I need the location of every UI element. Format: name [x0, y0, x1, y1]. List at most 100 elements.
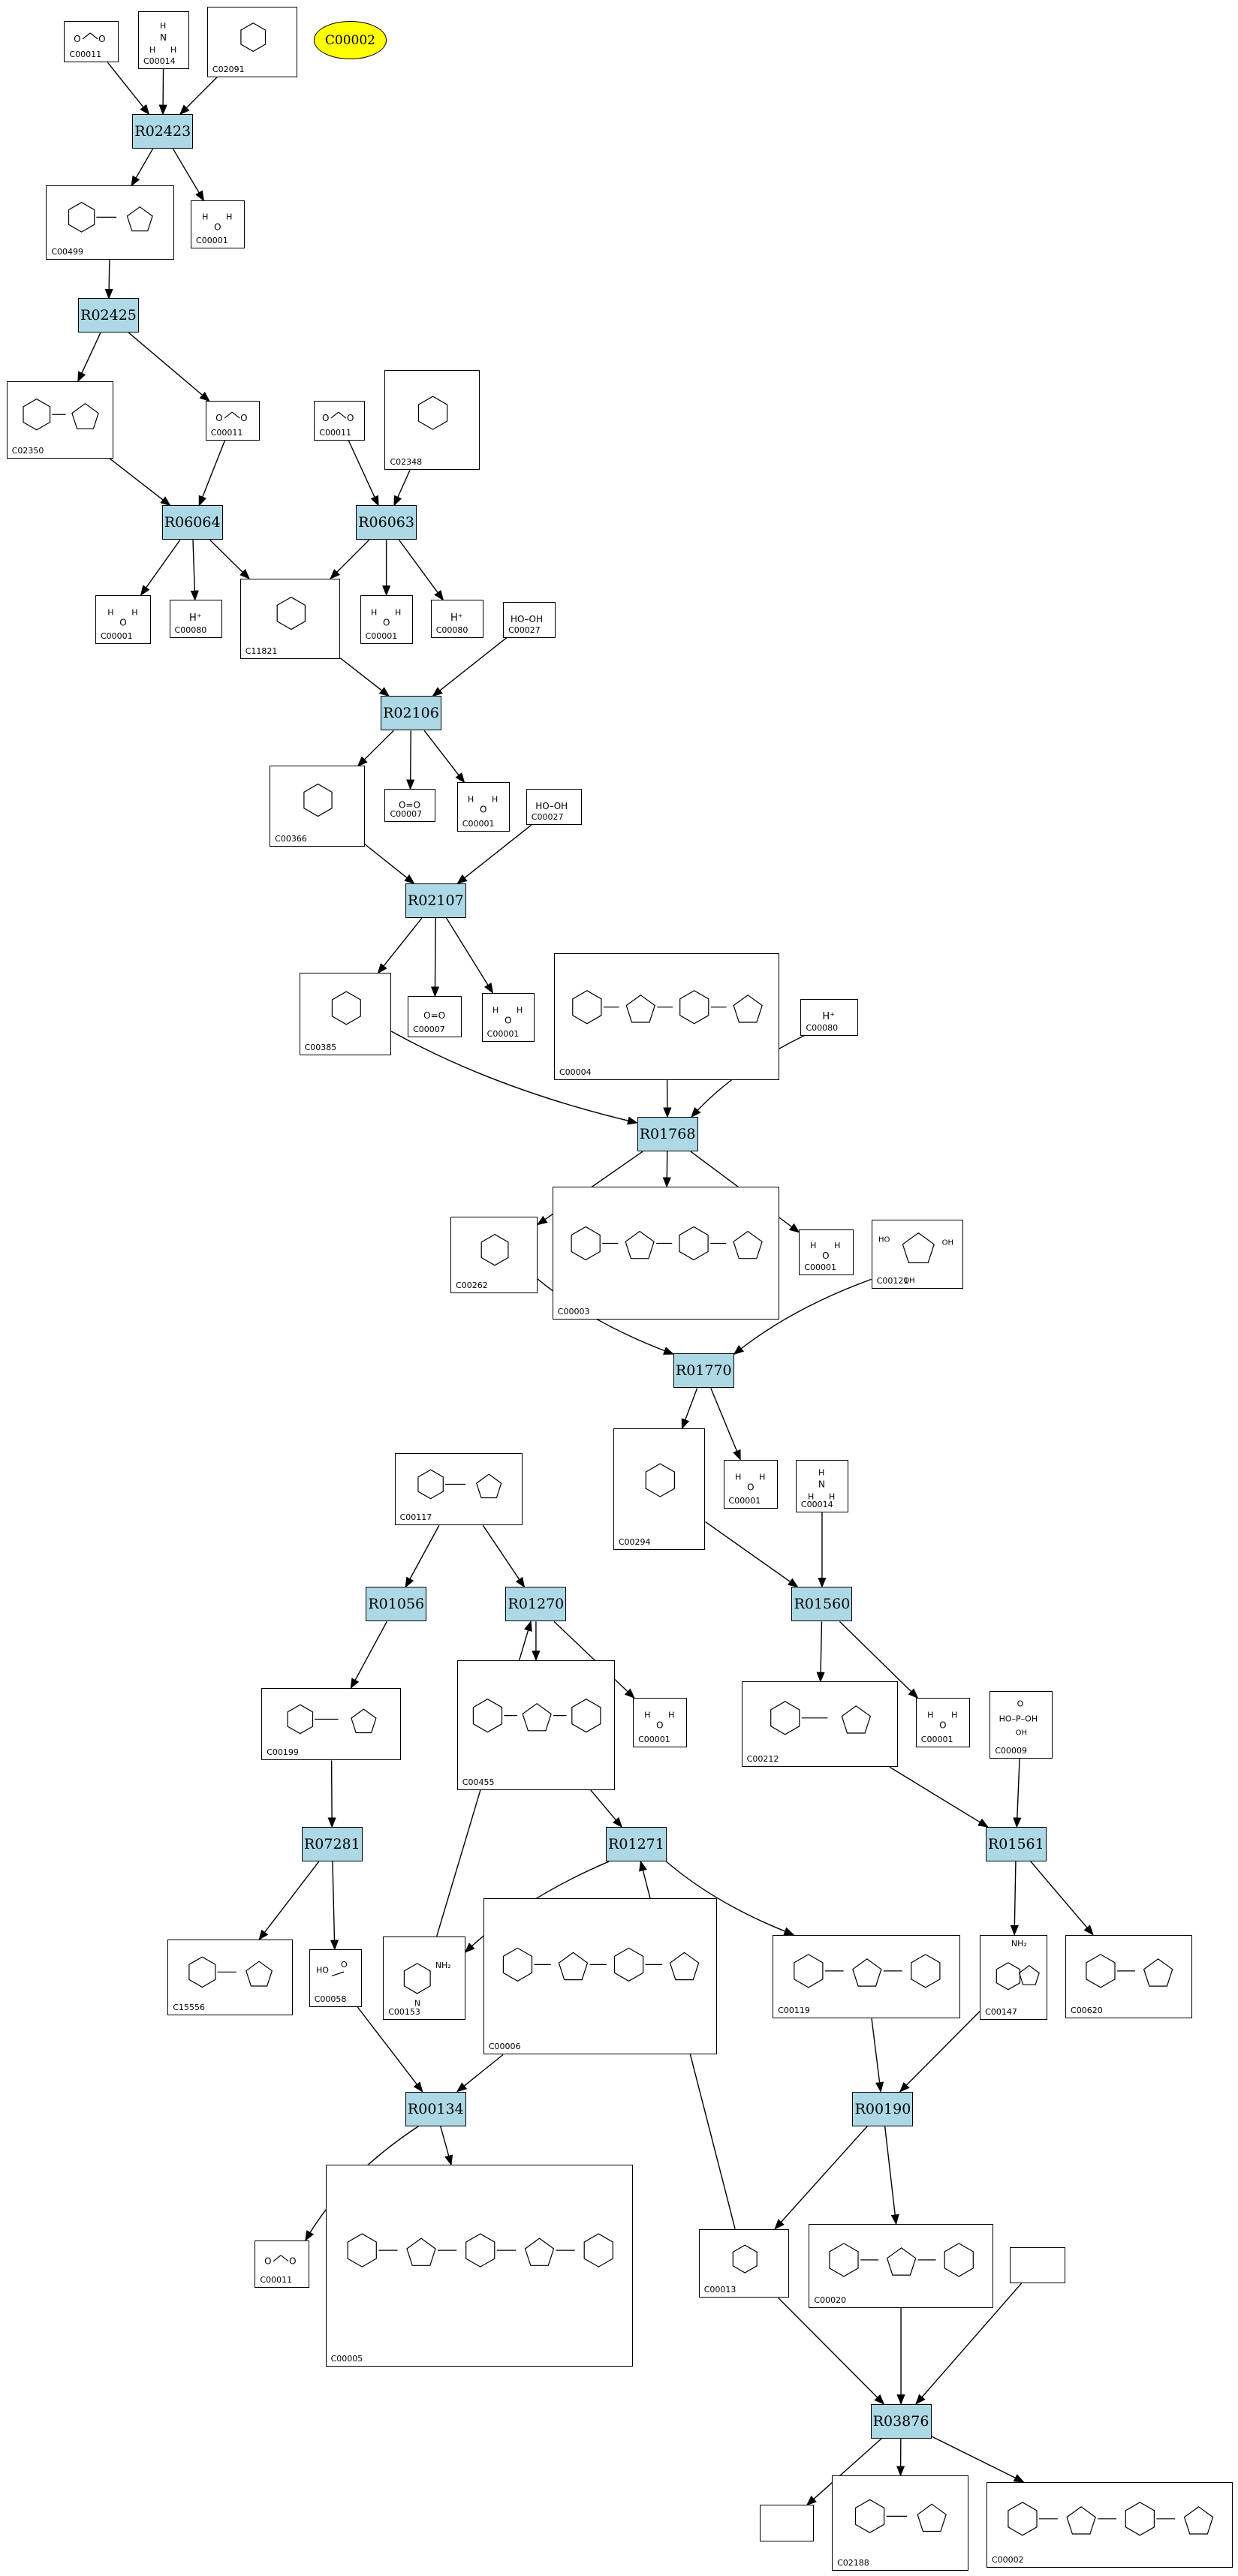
structure-drawing — [23, 398, 99, 431]
compound-node[interactable]: C02188 — [832, 2475, 968, 2571]
structure-drawing — [770, 1701, 871, 1735]
compound-node[interactable]: H⁺C00080 — [169, 600, 222, 638]
reaction-node[interactable]: R00134 — [405, 2091, 466, 2126]
reaction-node[interactable]: R01560 — [791, 1587, 853, 1622]
svg-text:O=O: O=O — [399, 800, 420, 811]
compound-node[interactable]: C00002 — [986, 2481, 1233, 2568]
svg-text:H: H — [808, 1491, 814, 1501]
structure-drawing: HO–OH — [535, 801, 568, 811]
reaction-node[interactable]: R01768 — [637, 1117, 698, 1152]
compound-id: C00011 — [69, 50, 102, 60]
compound-node[interactable]: H⁺C00080 — [800, 999, 859, 1036]
reaction-node[interactable]: R02423 — [132, 114, 194, 149]
svg-text:H⁺: H⁺ — [823, 1012, 836, 1023]
compound-node[interactable]: C00499 — [46, 185, 175, 260]
structure-drawing — [645, 1463, 675, 1497]
compound-node[interactable]: C15556 — [167, 1940, 293, 2015]
compound-node[interactable]: C00117 — [394, 1452, 523, 1526]
compound-id: C00007 — [390, 808, 423, 819]
reaction-node[interactable]: R02425 — [78, 298, 140, 333]
compound-node[interactable]: C00262 — [450, 1216, 538, 1294]
structure-drawing: HOH — [810, 1241, 840, 1261]
svg-text:O: O — [119, 617, 126, 627]
reaction-node[interactable]: R01561 — [985, 1827, 1047, 1862]
compound-node[interactable]: C02348 — [384, 369, 480, 471]
compound-node[interactable]: C00004 — [553, 953, 779, 1080]
reaction-edge — [357, 2006, 423, 2093]
reaction-node[interactable]: R02106 — [380, 696, 441, 731]
empty-compound-node[interactable] — [759, 2505, 814, 2541]
compound-node[interactable]: C11821 — [239, 578, 341, 660]
reaction-node[interactable]: R01056 — [366, 1587, 427, 1622]
reaction-node[interactable]: R07281 — [301, 1827, 363, 1862]
reaction-edge — [456, 2054, 504, 2093]
reaction-node[interactable]: R06064 — [161, 505, 223, 540]
reaction-edge — [899, 2011, 980, 2093]
reaction-edge — [131, 148, 154, 187]
compound-id: C00003 — [557, 1307, 590, 1317]
empty-compound-node[interactable] — [1009, 2246, 1066, 2283]
compound-node[interactable]: C00199 — [261, 1688, 402, 1761]
structure-drawing — [331, 991, 361, 1026]
reaction-node[interactable]: R00190 — [852, 2091, 914, 2126]
compound-id: C00001 — [638, 1734, 670, 1744]
structure-drawing: HOH — [492, 1005, 523, 1025]
reaction-edge — [839, 1621, 919, 1699]
highlight-ellipse[interactable]: C00002 — [314, 21, 387, 59]
compound-node[interactable]: C00294 — [613, 1428, 706, 1551]
compound-node[interactable]: C00455 — [456, 1660, 615, 1790]
svg-text:HO–P–OH: HO–P–OH — [999, 1714, 1038, 1724]
compound-node[interactable]: C00013 — [698, 2228, 790, 2298]
reaction-node[interactable]: R01271 — [605, 1827, 667, 1862]
compound-node[interactable]: H⁺C00080 — [430, 600, 483, 638]
svg-text:O: O — [322, 413, 329, 423]
compound-node[interactable]: C00006 — [483, 1898, 717, 2055]
compound-node[interactable]: C02091 — [206, 6, 298, 77]
compound-node[interactable]: C00385 — [299, 973, 392, 1055]
reaction-node[interactable]: R06063 — [356, 505, 417, 540]
compound-node[interactable]: C00366 — [270, 766, 366, 847]
reaction-node[interactable]: R01770 — [673, 1353, 734, 1389]
structure-drawing — [480, 1233, 509, 1266]
compound-node[interactable]: C00005 — [325, 2165, 634, 2367]
reaction-node[interactable]: R02107 — [405, 883, 466, 919]
svg-text:H: H — [468, 795, 474, 805]
compound-node[interactable]: C02350 — [6, 381, 114, 459]
reaction-node[interactable]: R01270 — [505, 1587, 567, 1622]
compound-node[interactable]: C00212 — [741, 1681, 898, 1768]
svg-text:H: H — [492, 795, 498, 805]
compound-node[interactable]: C00620 — [1065, 1934, 1192, 2019]
structure-drawing — [276, 596, 306, 630]
compound-node[interactable]: C00003 — [552, 1187, 779, 1320]
reaction-node[interactable]: R03876 — [870, 2403, 932, 2439]
compound-node[interactable]: C00020 — [809, 2223, 993, 2308]
compound-id: C00119 — [778, 2006, 810, 2016]
compound-node[interactable]: C00119 — [773, 1934, 960, 2019]
reaction-edge — [104, 259, 113, 299]
